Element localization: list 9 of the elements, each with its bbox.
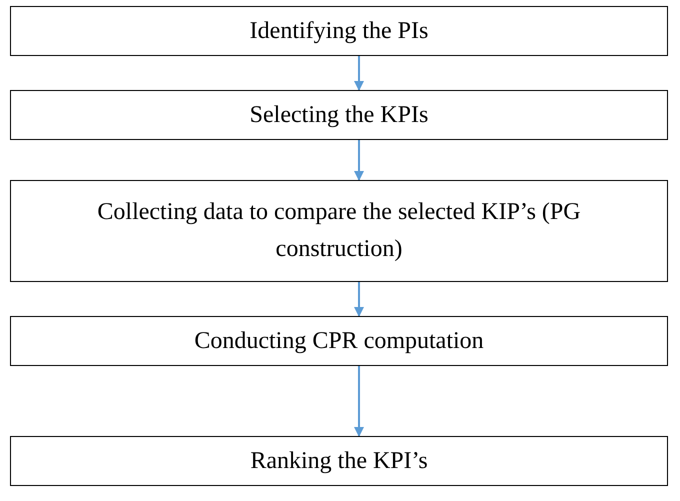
process-box: Ranking the KPI’s — [10, 436, 668, 486]
process-box: Conducting CPR computation — [10, 316, 668, 366]
arrow — [354, 56, 364, 91]
arrow — [354, 282, 364, 317]
arrow — [354, 140, 364, 181]
process-box: Identifying the PIs — [10, 6, 668, 56]
process-box: Collecting data to compare the selected KIP’s (PG construction) — [10, 180, 668, 282]
arrow — [354, 366, 364, 437]
process-box: Selecting the KPIs — [10, 90, 668, 140]
